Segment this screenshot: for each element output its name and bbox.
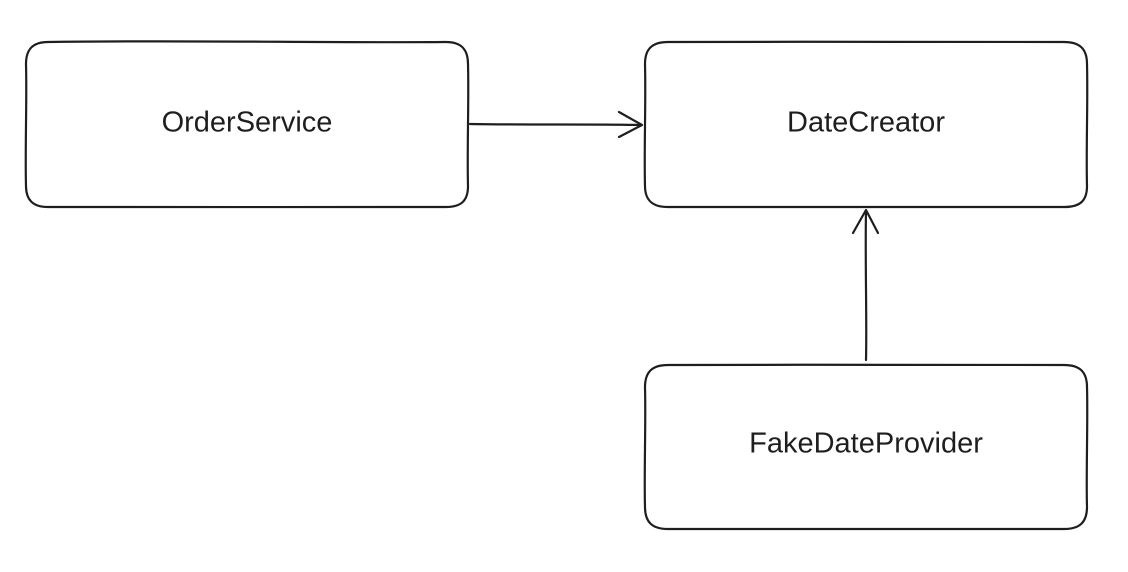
edge-order-service-to-date-creator-line xyxy=(468,122,643,127)
node-fake-date-provider[interactable]: FakeDateProvider xyxy=(643,363,1089,531)
node-date-creator-label: DateCreator xyxy=(787,107,945,139)
edge-fake-date-provider-to-date-creator xyxy=(851,208,880,362)
edge-order-service-to-date-creator xyxy=(468,110,644,139)
node-fake-date-provider-label: FakeDateProvider xyxy=(749,428,983,460)
edge-fake-date-provider-to-date-creator-line xyxy=(864,209,868,362)
arrowhead-right-icon xyxy=(617,110,644,139)
node-order-service-label: OrderService xyxy=(162,107,333,139)
arrowhead-up-icon xyxy=(851,208,880,235)
node-order-service[interactable]: OrderService xyxy=(24,40,470,209)
node-order-service-box xyxy=(24,40,470,209)
node-fake-date-provider-box xyxy=(643,363,1089,531)
node-date-creator-box xyxy=(643,40,1089,209)
node-date-creator[interactable]: DateCreator xyxy=(643,40,1089,209)
